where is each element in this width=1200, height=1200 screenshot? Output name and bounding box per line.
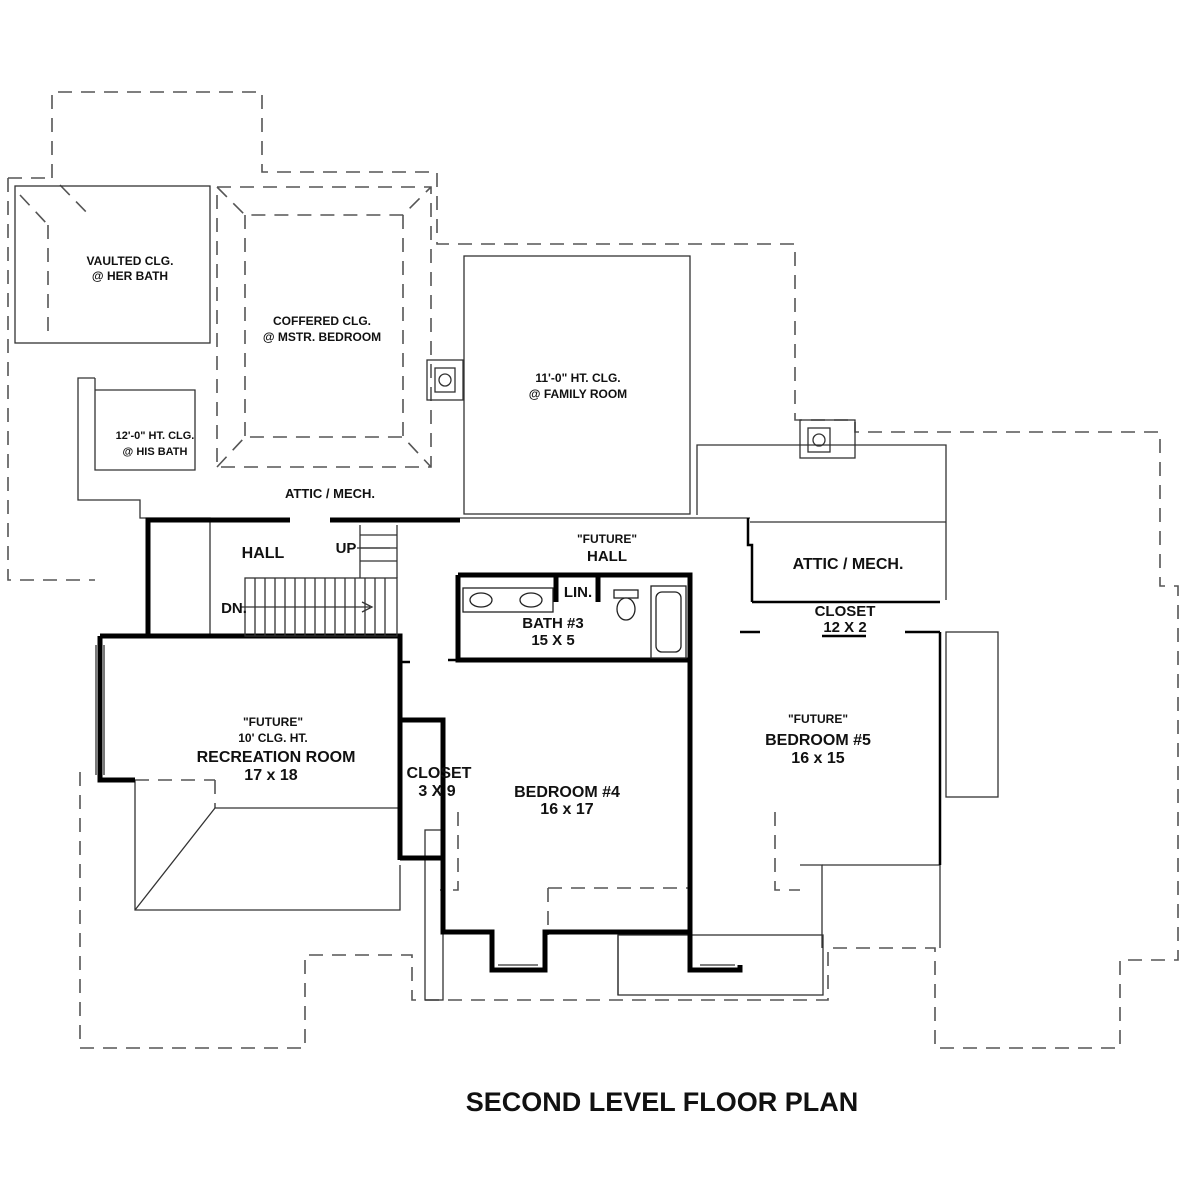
bedroom4-size: 16 x 17 <box>540 801 593 818</box>
bedroom5-size: 16 x 15 <box>791 750 844 767</box>
coffered-ceiling-label: COFFERED CLG. <box>273 314 371 328</box>
bedroom5-note: "FUTURE" <box>788 712 848 726</box>
linen-closet-label: LIN. <box>564 584 592 601</box>
rec-room-size: 17 x 18 <box>244 767 297 784</box>
bedroom5-name: BEDROOM #5 <box>765 732 871 749</box>
rec-room-name: RECREATION ROOM <box>197 749 356 766</box>
walls <box>97 517 942 973</box>
closet-mid-name: CLOSET <box>407 765 472 782</box>
hall-label: HALL <box>242 545 285 562</box>
bath3-size: 15 X 5 <box>531 632 574 649</box>
family-room-label: @ FAMILY ROOM <box>529 387 627 401</box>
stair-down-label: DN. <box>221 600 247 617</box>
bath3-name: BATH #3 <box>522 615 583 632</box>
closet-right-size: 12 X 2 <box>823 619 866 636</box>
plan-title: SECOND LEVEL FLOOR PLAN <box>466 1087 859 1117</box>
room-labels: VAULTED CLG. @ HER BATH COFFERED CLG. @ … <box>87 254 904 818</box>
future-hall-label: HALL <box>587 548 627 565</box>
vaulted-ceiling-label: VAULTED CLG. <box>87 254 174 268</box>
stair-up-label: UP <box>336 540 357 557</box>
her-bath-label: @ HER BATH <box>92 269 168 283</box>
window-symbols <box>95 645 735 966</box>
closet-right-name: CLOSET <box>815 603 876 620</box>
attic-mech-left-label: ATTIC / MECH. <box>285 486 375 501</box>
rec-room-ceiling: 10' CLG. HT. <box>238 731 308 745</box>
family-ceiling-label: 11'-0" HT. CLG. <box>535 371 620 385</box>
ceiling-outlines <box>14 185 999 1001</box>
rec-room-note: "FUTURE" <box>243 715 303 729</box>
attic-mech-right-label: ATTIC / MECH. <box>793 556 904 573</box>
his-bath-label: @ HIS BATH <box>123 446 188 458</box>
bath-fixtures <box>462 585 687 659</box>
his-bath-ceiling-label: 12'-0" HT. CLG. <box>116 430 195 442</box>
closet-mid-size: 3 X 9 <box>418 783 455 800</box>
master-bedroom-label: @ MSTR. BEDROOM <box>263 330 381 344</box>
bedroom4-name: BEDROOM #4 <box>514 784 620 801</box>
stairs <box>240 525 398 637</box>
roof-outline <box>7 91 1179 1049</box>
future-hall-note: "FUTURE" <box>577 532 637 546</box>
